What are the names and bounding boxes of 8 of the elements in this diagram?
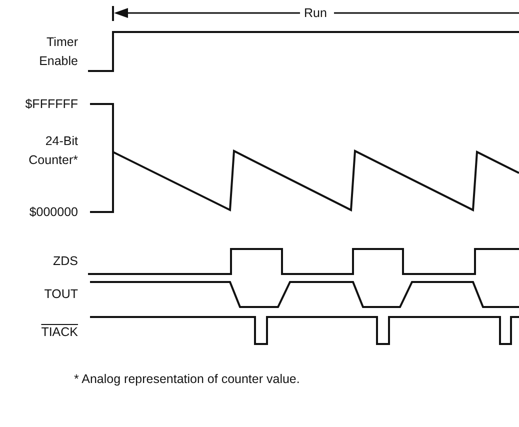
- footnote: * Analog representation of counter value.: [74, 371, 300, 388]
- axis-value-label: $000000: [28, 204, 78, 221]
- signal-label: ZDS: [52, 253, 78, 270]
- signal-label: Timer Enable: [38, 34, 78, 70]
- signal-label: 24-Bit Counter*: [28, 133, 78, 169]
- signal-label: TOUT: [43, 286, 78, 303]
- signal-label: TIACK: [40, 324, 78, 341]
- axis-value-label: $FFFFFF: [24, 96, 78, 113]
